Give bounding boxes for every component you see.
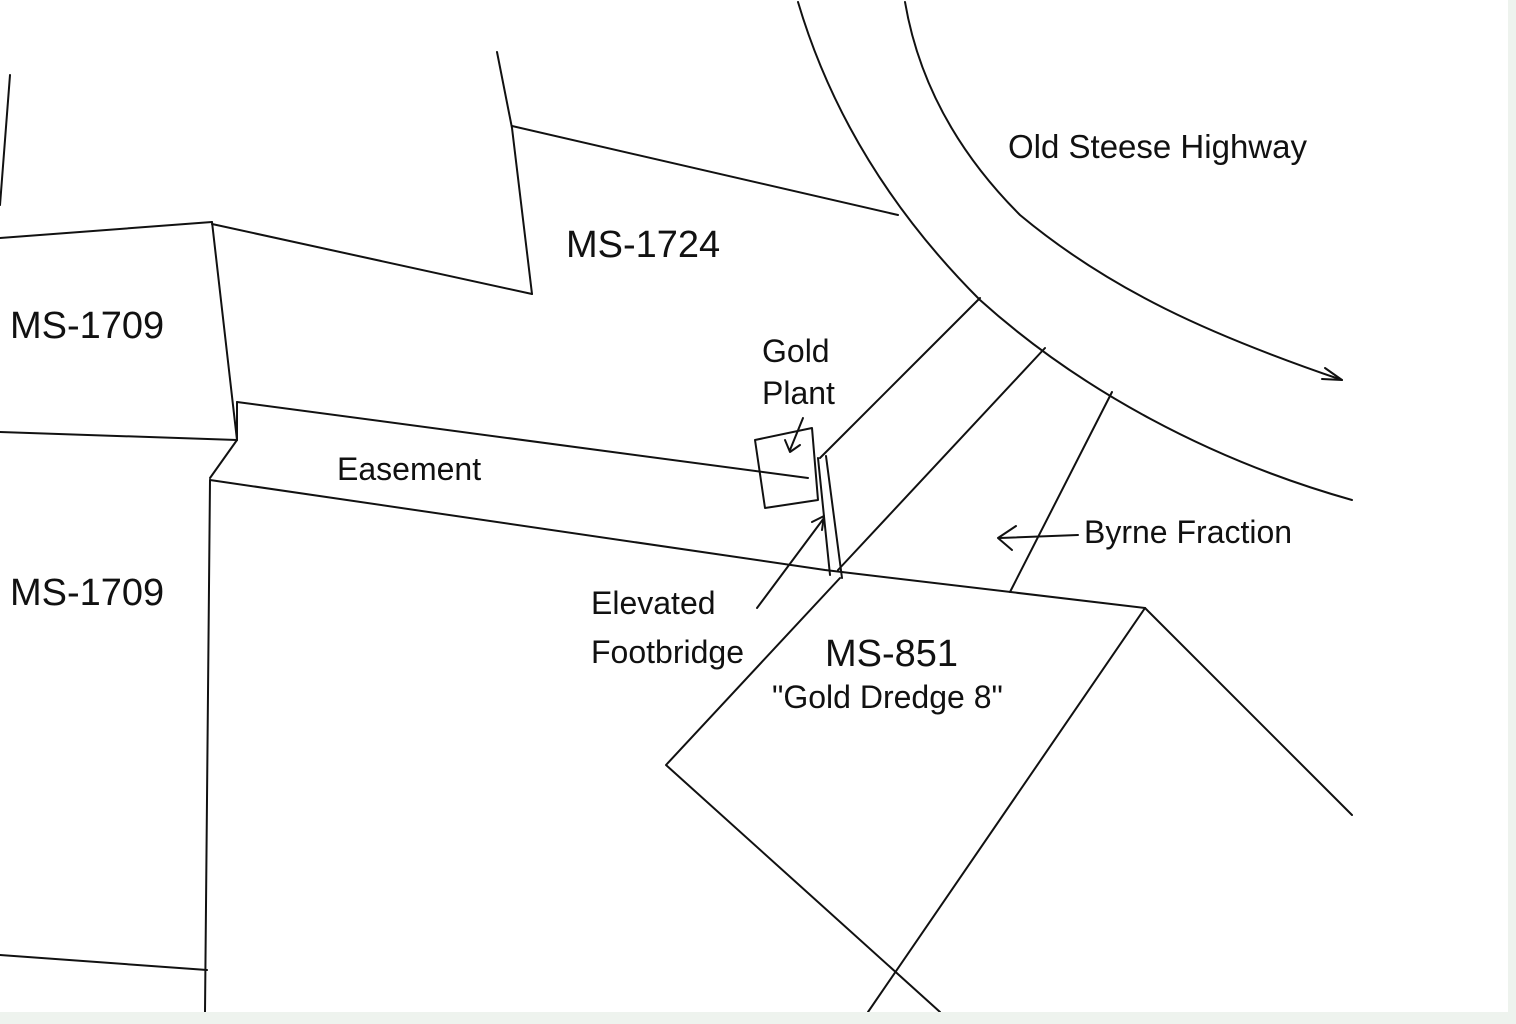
easement-north-edge [236,401,809,479]
byrne-fraction-pointer [997,525,1079,551]
label-ms-1724: MS-1724 [566,224,720,266]
label-ms-851: MS-851 [825,633,958,675]
ms-851-northeast-edge [1144,607,1353,816]
gold-plant-arrow [784,417,804,453]
highway-arrowhead [1321,367,1343,381]
highway-outer-edge [904,1,1343,381]
label-gold-dredge: "Gold Dredge 8" [772,679,1003,715]
footbridge-pointer [756,515,825,609]
ms-1709-upper-east [211,221,238,441]
label-byrne-fraction: Byrne Fraction [1084,514,1292,550]
right-border-strip [1508,0,1516,1024]
easement-west-notch [209,401,238,479]
ms-1724-boundary-west [496,51,533,295]
label-ms-1709-lower: MS-1709 [10,572,164,614]
label-gold-plant-line1: Gold [762,333,830,369]
label-old-steese-highway: Old Steese Highway [1008,128,1307,165]
ms-851-east-edge [867,607,1146,1013]
label-easement: Easement [337,451,481,487]
ms-1724-boundary-north [511,125,899,216]
ms-1709-upper-bottom [0,431,238,441]
ms-851-west-edge [665,577,941,1013]
footbridge-rail-b [825,455,843,579]
highway-inner-edge [797,1,1353,501]
gold-plant-building [754,427,819,509]
fraction-line-2 [837,347,1046,571]
label-elevated-line2: Footbridge [591,634,744,670]
left-edge-line [0,74,11,206]
ms-1724-boundary-south [211,223,533,295]
easement-south-edge [209,479,1146,609]
ms-1709-upper-top [0,221,213,239]
label-elevated-line1: Elevated [591,585,716,621]
label-ms-1709-upper: MS-1709 [10,305,164,347]
ms-1709-lower-west [204,479,211,1013]
ms-1709-lower-bottom [0,954,208,971]
bottom-border-strip [0,1012,1516,1024]
label-gold-plant-line2: Plant [762,375,835,411]
fraction-line-1 [819,297,981,459]
fraction-line-3 [1009,391,1113,593]
